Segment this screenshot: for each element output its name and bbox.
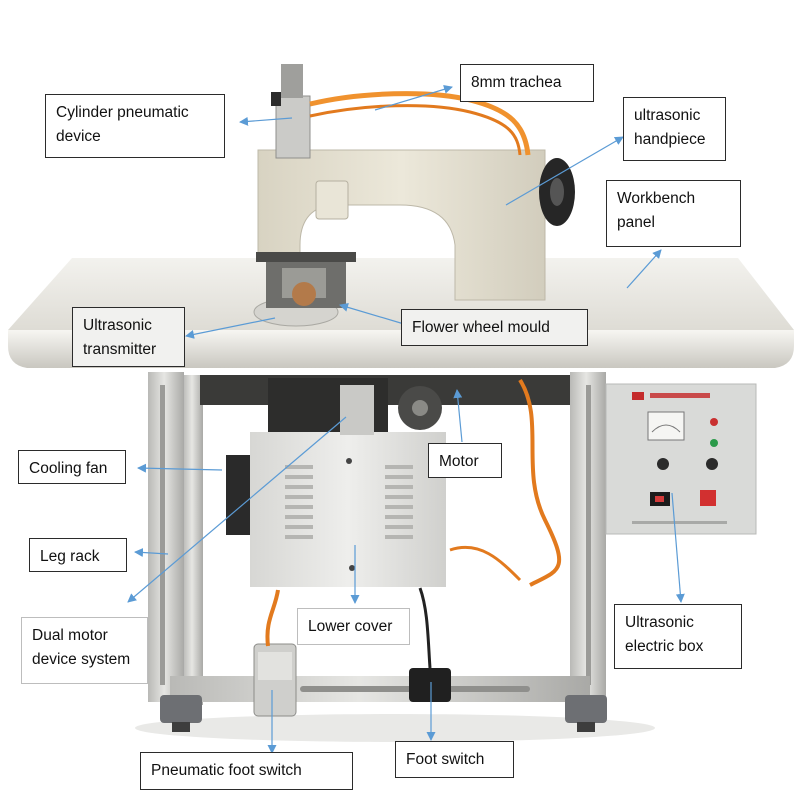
ultrasonic-transmitter-horn [256,252,356,262]
arrow-transmitter [185,317,276,339]
electric-box-button [700,490,716,506]
arrow-fan [137,463,223,473]
workbench-panel-edge [8,330,794,368]
arrow-workbench [626,249,662,289]
label-ultrasonic-transmitter: Ultrasonic transmitter [72,307,185,367]
lower-cover-box [250,432,446,587]
electric-box-brand [632,392,644,400]
label-lower-cover: Lower cover [297,608,410,645]
under-table-shadow [200,375,580,405]
arrow-flower [339,302,405,325]
arrow-leg [134,547,169,557]
arrow-trachea [374,84,453,111]
electric-box-knob-2 [706,458,718,470]
leg-rack-right-slot [586,385,591,685]
floor-shadow [135,714,655,742]
electric-box-body [605,383,757,535]
hose-under-table-2 [449,545,522,582]
arrow-handpiece [505,136,624,206]
label-workbench-panel: Workbench panel [606,180,741,247]
pneumatic-hose [265,589,280,647]
label-leg-rack: Leg rack [29,538,127,572]
flower-wheel [292,282,316,306]
wheel-left [172,722,190,732]
label-cylinder-pneumatic-device: Cylinder pneumatic device [45,94,225,158]
arrow-ebox [671,492,685,603]
electric-box-lamp-red [710,418,718,426]
label-motor: Motor [428,443,502,478]
arrow-motor [453,389,463,443]
electric-box-lamp-green [710,439,718,447]
label-ultrasonic-electric-box: Ultrasonic electric box [614,604,742,669]
electric-box-meter-needle [651,424,681,433]
label-cooling-fan: Cooling fan [18,450,126,484]
foot-right [565,695,607,723]
cylinder [275,95,311,159]
electric-box-title-line [650,393,710,398]
handpiece-wheel-hub [550,178,564,206]
arrow-dual [127,416,347,603]
pneumatic-foot-switch-pedal [258,652,292,680]
trachea-hose-2 [309,104,522,156]
leg-rack-left-back [183,375,203,705]
leg-rack-left-slot [160,385,165,685]
label-foot-switch: Foot switch [395,741,514,778]
workbench-panel-top [8,258,794,330]
wheel-right [577,722,595,732]
motor-pulley-hub [412,400,428,416]
foot-switch-cable [418,587,432,669]
electric-box-knob-1 [657,458,669,470]
electric-box-display-digit [655,496,664,502]
hose-under-table [518,378,562,587]
cylinder-cap [271,92,281,106]
cooling-fan [226,455,254,535]
label-ultrasonic-handpiece: ultrasonic handpiece [623,97,726,161]
label-pneumatic-foot-switch: Pneumatic foot switch [140,752,353,790]
electric-box-footer-line [632,521,727,524]
lower-cover-vents [285,465,413,539]
label-flower-wheel-mould: Flower wheel mould [401,309,588,346]
dual-motor-column [340,385,374,435]
lower-cover-screw-bottom [349,565,355,571]
arrow-cylinder [239,116,293,126]
electric-box-meter [647,411,685,441]
foot-switch [409,668,451,702]
foot-left [160,695,202,723]
leg-rack-left [148,372,184,702]
machine-head-plate [315,180,349,220]
label-8mm-trachea: 8mm trachea [460,64,594,102]
label-dual-motor-device-system: Dual motor device system [21,617,148,684]
lower-cover-screw-top [346,458,352,464]
cylinder-top [281,64,303,98]
